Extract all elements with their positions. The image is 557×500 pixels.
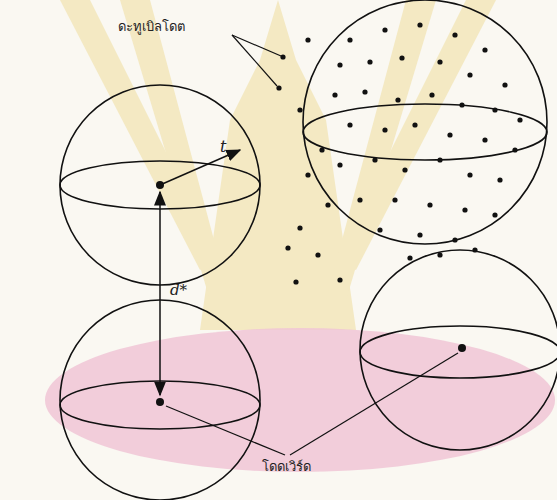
electron-dots (276, 22, 522, 284)
core-callout: โดดเวิร์ด (262, 460, 311, 474)
distance-symbol: d* (170, 282, 187, 299)
dot-callout: ดะทูเบิลโดต (118, 20, 185, 34)
watermark-ellipse (45, 328, 555, 472)
watermark-emblem (60, 0, 496, 330)
radius-arrow (160, 150, 240, 185)
distance-arrow (159, 192, 161, 395)
radius-symbol: t (220, 138, 226, 156)
leader-lines (166, 35, 458, 455)
center-dots (156, 181, 466, 406)
sphere-outlines (60, 0, 557, 500)
